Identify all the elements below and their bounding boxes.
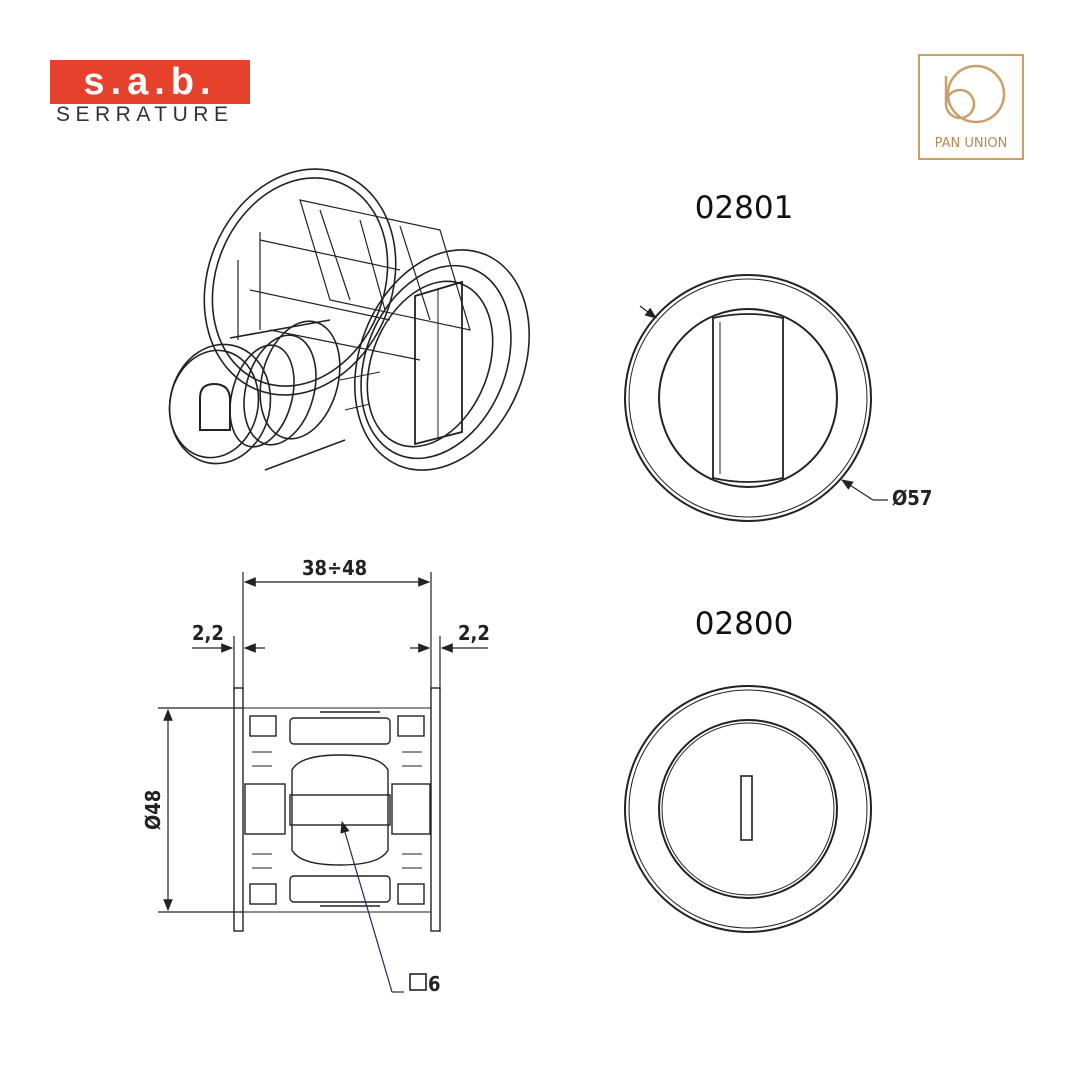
dim-spindle xyxy=(340,820,427,993)
sab-subtitle: SERRATURE xyxy=(56,103,234,126)
sab-logo-block: s.a.b. xyxy=(50,60,250,104)
pan-union-emblem xyxy=(944,64,1006,124)
front-view-02801 xyxy=(624,274,888,522)
code-02800: 02800 xyxy=(694,606,794,642)
pan-union-logo: PAN UNION xyxy=(918,54,1024,160)
dim-outer-diameter: Ø57 xyxy=(892,486,932,510)
dim-plate-right xyxy=(410,636,488,690)
front-view-02800 xyxy=(624,685,872,933)
code-02801: 02801 xyxy=(694,190,794,226)
dim-thickness-label: 38÷48 xyxy=(302,556,367,580)
dim-body-diameter-label: Ø48 xyxy=(141,790,165,830)
pan-union-text: PAN UNION xyxy=(934,136,1008,151)
dim-thickness xyxy=(242,572,432,690)
dim-plate-left xyxy=(192,636,265,690)
dim-plate-left-label: 2,2 xyxy=(192,621,224,645)
dim-plate-right-label: 2,2 xyxy=(458,621,490,645)
dim-spindle-label: 6 xyxy=(428,972,441,996)
isometric-view xyxy=(168,168,531,471)
dim-body-diameter xyxy=(158,707,243,913)
square-icon xyxy=(409,973,427,991)
sab-brand-text: s.a.b. xyxy=(83,61,217,103)
side-view xyxy=(233,687,441,932)
